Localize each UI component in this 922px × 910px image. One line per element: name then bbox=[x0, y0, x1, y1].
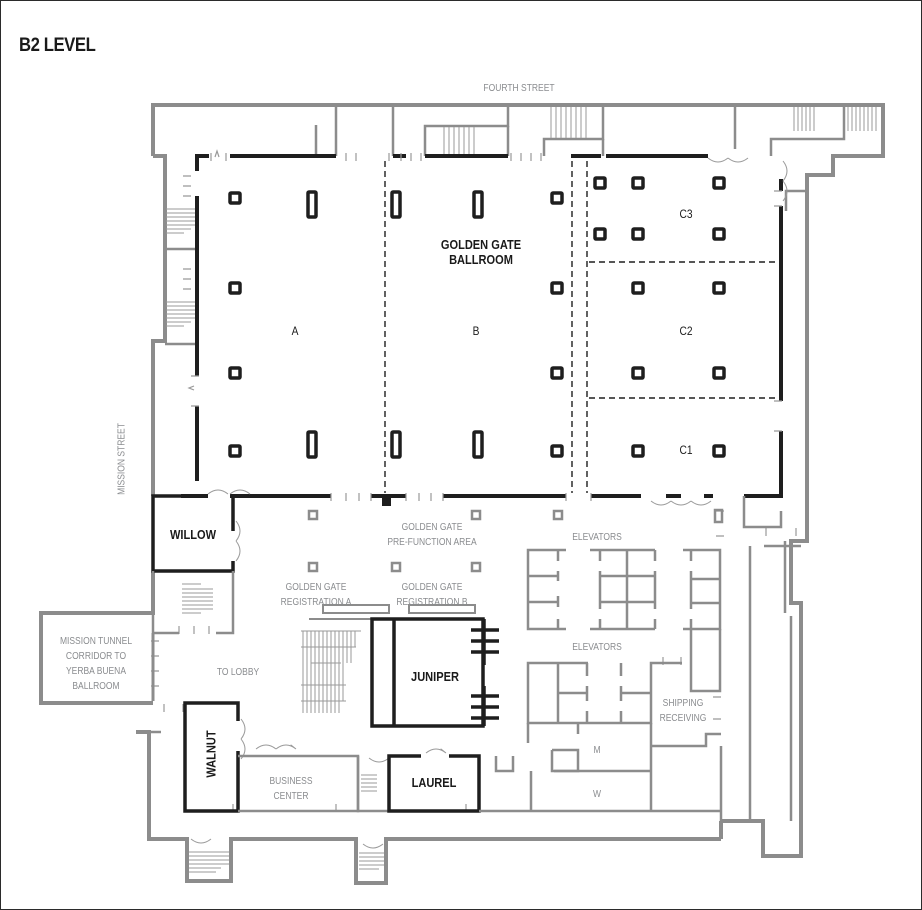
north-service-corridor bbox=[314, 105, 846, 211]
business-center-line2: CENTER bbox=[273, 791, 309, 802]
registration-a-line1: GOLDEN GATE bbox=[285, 582, 347, 593]
ballroom-name-line2: BALLROOM bbox=[449, 252, 513, 267]
restroom-women-label: W bbox=[592, 789, 602, 800]
prefunction-columns bbox=[307, 508, 724, 573]
elevators-lower-label: ELEVATORS bbox=[572, 642, 622, 653]
stair-treads-south bbox=[189, 774, 384, 873]
willow-room-label[interactable]: WILLOW bbox=[169, 527, 217, 542]
street-label-fourth: FOURTH STREET bbox=[483, 83, 555, 94]
street-label-mission: MISSION STREET bbox=[116, 423, 128, 495]
level-title: B2 LEVEL bbox=[19, 35, 96, 56]
mission-tunnel-line3: YERBA BUENA bbox=[65, 666, 127, 677]
partition-lines bbox=[384, 161, 779, 493]
juniper-walls bbox=[370, 617, 499, 728]
stair-treads-north bbox=[443, 107, 877, 156]
elevators-upper-label: ELEVATORS bbox=[572, 532, 622, 543]
section-a-label: A bbox=[291, 324, 299, 338]
registration-b-line1: GOLDEN GATE bbox=[401, 582, 463, 593]
prefunction-line2: PRE-FUNCTION AREA bbox=[387, 537, 477, 548]
building-perimeter bbox=[39, 103, 885, 885]
willow-stair-room bbox=[151, 571, 235, 635]
ballroom-columns bbox=[228, 176, 726, 459]
ballroom-name-line1: GOLDEN GATE bbox=[440, 237, 522, 252]
prefunction-line1: GOLDEN GATE bbox=[401, 522, 463, 533]
section-b-label: B bbox=[472, 324, 480, 338]
business-center-walls bbox=[136, 730, 389, 813]
registration-counters bbox=[309, 604, 476, 620]
registration-a-line2: REGISTRATION A bbox=[280, 597, 352, 608]
lower-elevators-and-restrooms bbox=[479, 661, 723, 821]
section-c1-label: C1 bbox=[679, 443, 693, 457]
business-center-label: BUSINESS CENTER bbox=[270, 774, 313, 804]
shipping-line1: SHIPPING bbox=[662, 698, 704, 709]
to-lobby-label: TO LOBBY bbox=[216, 667, 260, 678]
mission-tunnel-line4: BALLROOM bbox=[72, 681, 120, 692]
ballroom-name: GOLDEN GATE BALLROOM bbox=[441, 237, 521, 267]
registration-b-line2: REGISTRATION B bbox=[396, 597, 468, 608]
prefunction-area-label: GOLDEN GATE PRE-FUNCTION AREA bbox=[387, 520, 476, 550]
walnut-walls bbox=[183, 701, 240, 813]
section-c2-label: C2 bbox=[679, 324, 693, 338]
mission-tunnel-line1: MISSION TUNNEL bbox=[59, 636, 133, 647]
juniper-room-label[interactable]: JUNIPER bbox=[411, 669, 459, 684]
stair-treads-willow bbox=[182, 583, 213, 614]
laurel-walls bbox=[387, 754, 481, 813]
walnut-room-label[interactable]: WALNUT bbox=[203, 730, 219, 778]
registration-b-label: GOLDEN GATE REGISTRATION B bbox=[396, 580, 467, 610]
shipping-line2: RECEIVING bbox=[659, 713, 707, 724]
laurel-room-label[interactable]: LAUREL bbox=[411, 775, 457, 790]
shipping-receiving-label: SHIPPING RECEIVING bbox=[660, 696, 707, 726]
mission-tunnel-label: MISSION TUNNEL CORRIDOR TO YERBA BUENA B… bbox=[60, 634, 132, 694]
mission-tunnel-line2: CORRIDOR TO bbox=[65, 651, 127, 662]
ballroom-walls bbox=[181, 154, 783, 498]
restroom-men-label: M bbox=[593, 745, 601, 756]
west-stairs bbox=[165, 247, 196, 346]
door-swings bbox=[190, 157, 788, 849]
registration-a-label: GOLDEN GATE REGISTRATION A bbox=[281, 580, 352, 610]
escalator-treads bbox=[301, 630, 361, 713]
ballroom-fixture bbox=[382, 497, 391, 506]
upper-elevator-banks bbox=[526, 496, 801, 821]
section-c3-label: C3 bbox=[679, 207, 693, 221]
business-center-line1: BUSINESS bbox=[269, 776, 313, 787]
stair-treads-west bbox=[166, 208, 195, 327]
